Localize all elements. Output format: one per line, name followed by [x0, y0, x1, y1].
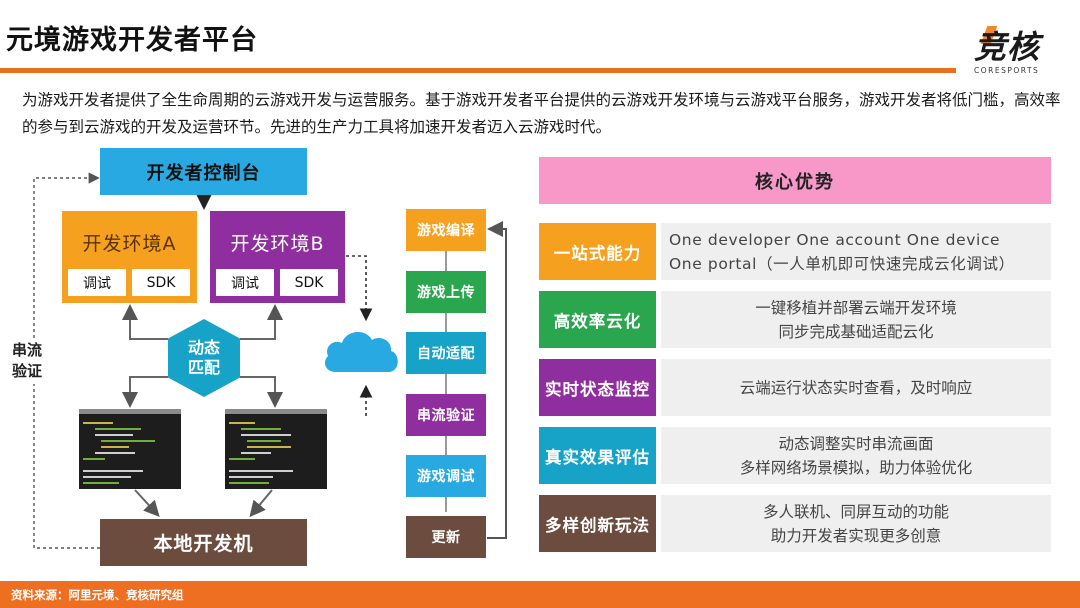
- screen-b-to-local-arrow: [249, 489, 273, 518]
- title-divider: [0, 68, 956, 73]
- hex-to-screen-a-arrow: [122, 376, 168, 408]
- advantage-description: One developer One account One device One…: [661, 223, 1051, 280]
- advantage-description: 多人联机、同屏互动的功能 助力开发者实现更多创意: [661, 495, 1051, 552]
- dev-env-b-sdk-chip: SDK: [280, 269, 338, 296]
- advantage-line: 助力开发者实现更多创意: [770, 526, 942, 545]
- dynamic-match-label: 动态匹配: [187, 338, 220, 377]
- advantage-label: 实时状态监控: [539, 359, 656, 416]
- dev-env-a-debug-chip: 调试: [68, 269, 126, 296]
- page-title: 元境游戏开发者平台: [6, 25, 258, 56]
- local-dev-machine-box: 本地开发机: [100, 519, 307, 566]
- code-screen-icon: [225, 409, 327, 489]
- advantage-row: 高效率云化 一键移植并部署云端开发环境 同步完成基础适配云化: [539, 291, 1051, 348]
- advantage-row: 多样创新玩法 多人联机、同屏互动的功能 助力开发者实现更多创意: [539, 495, 1051, 552]
- advantage-line: 云端运行状态实时查看，及时响应: [739, 378, 973, 397]
- serial-verify-text: 串流验证: [12, 341, 43, 380]
- cloud-icon: [324, 332, 398, 372]
- step-update: 更新: [406, 516, 486, 558]
- step-stream-verify: 串流验证: [406, 394, 486, 436]
- advantage-label: 一站式能力: [539, 223, 656, 280]
- source-text: 资料来源：阿里元境、竞核研究组: [11, 587, 184, 602]
- dynamic-match-hexagon: 动态匹配: [168, 319, 240, 397]
- advantage-row: 一站式能力 One developer One account One devi…: [539, 223, 1051, 280]
- code-screen-icon: [79, 409, 181, 489]
- advantage-row: 真实效果评估 动态调整实时串流画面 多样网络场景模拟，助力体验优化: [539, 427, 1051, 484]
- logo-subtext: CORESPORTS: [974, 66, 1040, 75]
- advantage-line: 多样网络场景模拟，助力体验优化: [739, 458, 973, 477]
- dev-env-b-title: 开发环境B: [230, 233, 325, 255]
- dev-env-a-box: 开发环境A 调试 SDK: [62, 211, 197, 303]
- step-upload: 游戏上传: [406, 271, 486, 313]
- advantage-label: 真实效果评估: [539, 427, 656, 484]
- serial-verify-label: 串流验证: [12, 338, 46, 384]
- advantage-description: 动态调整实时串流画面 多样网络场景模拟，助力体验优化: [661, 427, 1051, 484]
- advantage-description: 一键移植并部署云端开发环境 同步完成基础适配云化: [661, 291, 1051, 348]
- dev-env-a-sdk-chip: SDK: [132, 269, 190, 296]
- step-compile: 游戏编译: [406, 209, 486, 251]
- env-b-to-cloud-arrow: [346, 255, 373, 322]
- advantage-label: 多样创新玩法: [539, 495, 656, 552]
- dev-env-b-box: 开发环境B 调试 SDK: [210, 211, 345, 303]
- advantage-row: 实时状态监控 云端运行状态实时查看，及时响应: [539, 359, 1051, 416]
- steps-loop-bracket: [487, 221, 507, 539]
- dev-env-a-title: 开发环境A: [82, 233, 177, 255]
- advantage-line: One developer One account One device: [669, 230, 1001, 249]
- hex-to-env-a-arrow: [122, 304, 168, 340]
- advantage-line: 一键移植并部署云端开发环境: [755, 298, 957, 317]
- step-debug: 游戏调试: [406, 455, 486, 497]
- screen-a-to-local-arrow: [134, 489, 160, 517]
- advantage-line: 动态调整实时串流画面: [778, 434, 934, 453]
- developer-console-box: 开发者控制台: [100, 148, 307, 195]
- logo-text: 竞核: [974, 28, 1041, 66]
- hex-to-env-b-arrow: [240, 304, 283, 340]
- advantage-line: 多人联机、同屏互动的功能: [762, 502, 949, 521]
- dev-env-b-debug-chip: 调试: [216, 269, 274, 296]
- intro-paragraph: 为游戏开发者提供了全生命周期的云游戏开发与运营服务。基于游戏开发者平台提供的云游…: [22, 91, 1061, 136]
- coresports-logo: 竞核 CORESPORTS: [972, 22, 1068, 78]
- advantage-label: 高效率云化: [539, 291, 656, 348]
- step-auto-adapt: 自动适配: [406, 332, 486, 374]
- advantage-line: 同步完成基础适配云化: [778, 322, 934, 341]
- source-footer: 资料来源：阿里元境、竞核研究组: [0, 581, 1080, 608]
- advantage-line: One portal（一人单机即可快速完成云化调试）: [669, 254, 1015, 273]
- hex-to-screen-b-arrow: [240, 376, 283, 408]
- core-advantages-header: 核心优势: [539, 157, 1051, 204]
- advantage-description: 云端运行状态实时查看，及时响应: [661, 359, 1051, 416]
